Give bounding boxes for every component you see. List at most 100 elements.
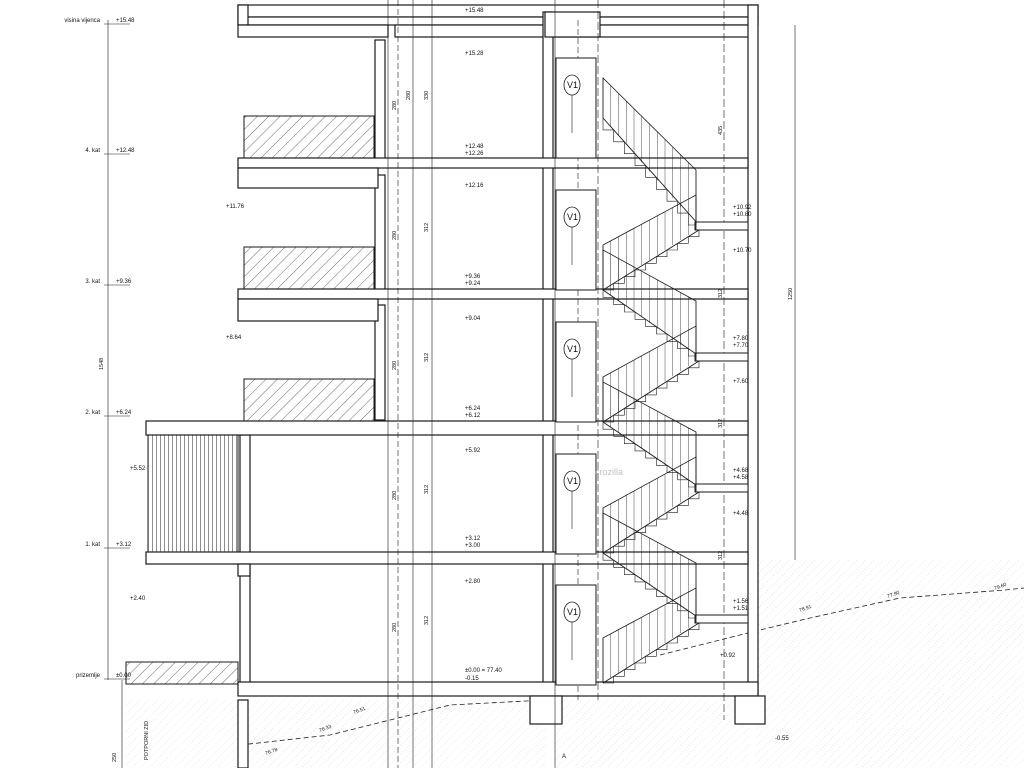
- door-0: V1: [555, 57, 597, 159]
- elev-f3-ceiling: +12.16: [465, 183, 484, 189]
- door-2: V1: [555, 321, 597, 423]
- dim-stair-flight-1: 312: [718, 289, 724, 298]
- balcony-3: [243, 246, 375, 290]
- dim-top-clear: 280: [392, 101, 398, 110]
- foundation-note: POTPORNI ZID: [144, 721, 150, 760]
- level-name-4: 1. kat: [85, 542, 100, 548]
- level-labels: visina vijenca +15.48 4. kat +12.48 3. kat +9…: [64, 18, 135, 680]
- elev-landing-7b: +7.70: [733, 343, 749, 349]
- level-name-2: 3. kat: [85, 279, 100, 285]
- section-mark: A: [562, 754, 566, 760]
- stair-flight-0: [602, 77, 749, 291]
- elev-landing-7a: +7.80: [733, 336, 749, 342]
- elev-landing-10c: +10.70: [733, 248, 752, 254]
- dim-storey-2: 312: [424, 353, 430, 362]
- dim-top-clear-2: 280: [406, 91, 412, 100]
- canopy-louvre: [147, 434, 239, 553]
- elev-landing-1a: +1.56: [733, 599, 749, 605]
- balconies: [125, 115, 375, 685]
- elev-landing-1b: +1.51: [733, 606, 749, 612]
- level-name-0: visina vijenca: [64, 18, 100, 24]
- dim-clear-0: 280: [392, 623, 398, 632]
- elev-f2-top: +6.24: [465, 406, 481, 412]
- elev-landing-4b: +4.58: [733, 475, 749, 481]
- elev-landing-10b: +10.80: [733, 212, 752, 218]
- dim-storey-3: 312: [424, 223, 430, 232]
- dim-storey-1: 312: [424, 485, 430, 494]
- structure-walls: [145, 4, 766, 768]
- elev-f0-bot: -0.15: [465, 676, 479, 682]
- dim-total-right: 1250: [788, 288, 794, 300]
- balcony-2: [243, 378, 375, 422]
- dim-clear-2: 280: [392, 361, 398, 370]
- door-label-2: V1: [567, 344, 578, 354]
- level-elev-4: +3.12: [116, 542, 132, 548]
- dim-total-left: 1548: [99, 358, 105, 370]
- terrain-label-4: 76.51: [353, 706, 367, 716]
- elev-canopy-5: +5.52: [130, 466, 146, 472]
- dim-basement: 250: [112, 753, 118, 762]
- level-elev-1: +12.48: [116, 148, 135, 154]
- door-4: V1: [555, 584, 597, 686]
- elev-f3-top: +9.36: [465, 274, 481, 280]
- balcony-4: [243, 115, 375, 159]
- dim-clear-3: 280: [392, 231, 398, 240]
- entrance-steps: [125, 661, 239, 685]
- terrain-label-2: 77.90: [887, 590, 901, 600]
- stair-flight-1: [602, 249, 749, 423]
- elev-f1-ceiling: +5.92: [465, 448, 481, 454]
- elev-balcony-8: +8.64: [226, 335, 242, 341]
- elev-landing-7c: +7.60: [733, 379, 749, 385]
- elev-landing-4a: +4.68: [733, 468, 749, 474]
- elev-f0-top: ±0.00 = 77.40: [465, 668, 502, 674]
- door-label-3: V1: [567, 476, 578, 486]
- level-elev-3: +6.24: [116, 410, 132, 416]
- level-name-3: 2. kat: [85, 410, 100, 416]
- door-3: V1: [555, 453, 597, 555]
- terrain-label-1: 78.91: [799, 604, 813, 614]
- elev-f1-top: +3.12: [465, 536, 481, 542]
- elev-f2-ceiling: +9.04: [465, 316, 481, 322]
- elev-landing-4c: +4.48: [733, 511, 749, 517]
- dim-storey-0: 312: [424, 616, 430, 625]
- terrain-labels: 78.91 77.90 79.60 76.51 76.33 76.78: [265, 582, 1008, 757]
- dim-stair-flight-3: 312: [718, 551, 724, 560]
- elev-f4-top: +12.48: [465, 144, 484, 150]
- stair-flight-3: [602, 512, 749, 684]
- level-name-1: 4. kat: [85, 148, 100, 154]
- elev-f0-ceiling: +2.80: [465, 579, 481, 585]
- grid-lines: [107, 0, 796, 768]
- dim-stair-top: 435: [718, 126, 724, 135]
- dim-clear-1: 280: [392, 491, 398, 500]
- terrain-label-5: 76.33: [319, 724, 333, 734]
- dim-top-storey: 330: [424, 91, 430, 100]
- door-1: V1: [555, 189, 597, 291]
- elev-f1-bot: +3.00: [465, 543, 481, 549]
- level-elev-5: ±0.00: [116, 673, 132, 679]
- level-name-5: prizemlje: [76, 673, 101, 679]
- elevation-marks: +15.28 +15.48 +12.48 +12.26 +12.16 +9.36…: [130, 8, 789, 742]
- door-label-4: V1: [567, 607, 578, 617]
- elev-f4-bot: +12.26: [465, 151, 484, 157]
- elev-landing-10a: +10.92: [733, 205, 752, 211]
- elev-top: +15.48: [465, 8, 484, 14]
- terrain-label-3: 79.60: [994, 582, 1008, 592]
- door-label-0: V1: [567, 80, 578, 90]
- level-elev-0: +15.48: [116, 18, 135, 24]
- watermark: crozilla: [595, 467, 623, 477]
- terrain-label-6: 76.78: [265, 747, 279, 757]
- dim-stair-flight-2: 312: [718, 419, 724, 428]
- elev-balcony-11: +11.76: [226, 204, 245, 210]
- elev-f2-bot: +6.12: [465, 413, 481, 419]
- elev-f3-bot: +9.24: [465, 281, 481, 287]
- elev-base-right: -0.55: [775, 736, 789, 742]
- elev-canopy-2: +2.40: [130, 596, 146, 602]
- level-elev-2: +9.36: [116, 279, 132, 285]
- staircase: [602, 77, 749, 684]
- elev-f4-ceiling: +15.28: [465, 51, 484, 57]
- terrain-ground: [125, 560, 1024, 768]
- elev-landing-side: +0.92: [720, 653, 736, 659]
- dimension-labels: 330 280 280 312 280 312 280 312 280 312 …: [99, 91, 794, 762]
